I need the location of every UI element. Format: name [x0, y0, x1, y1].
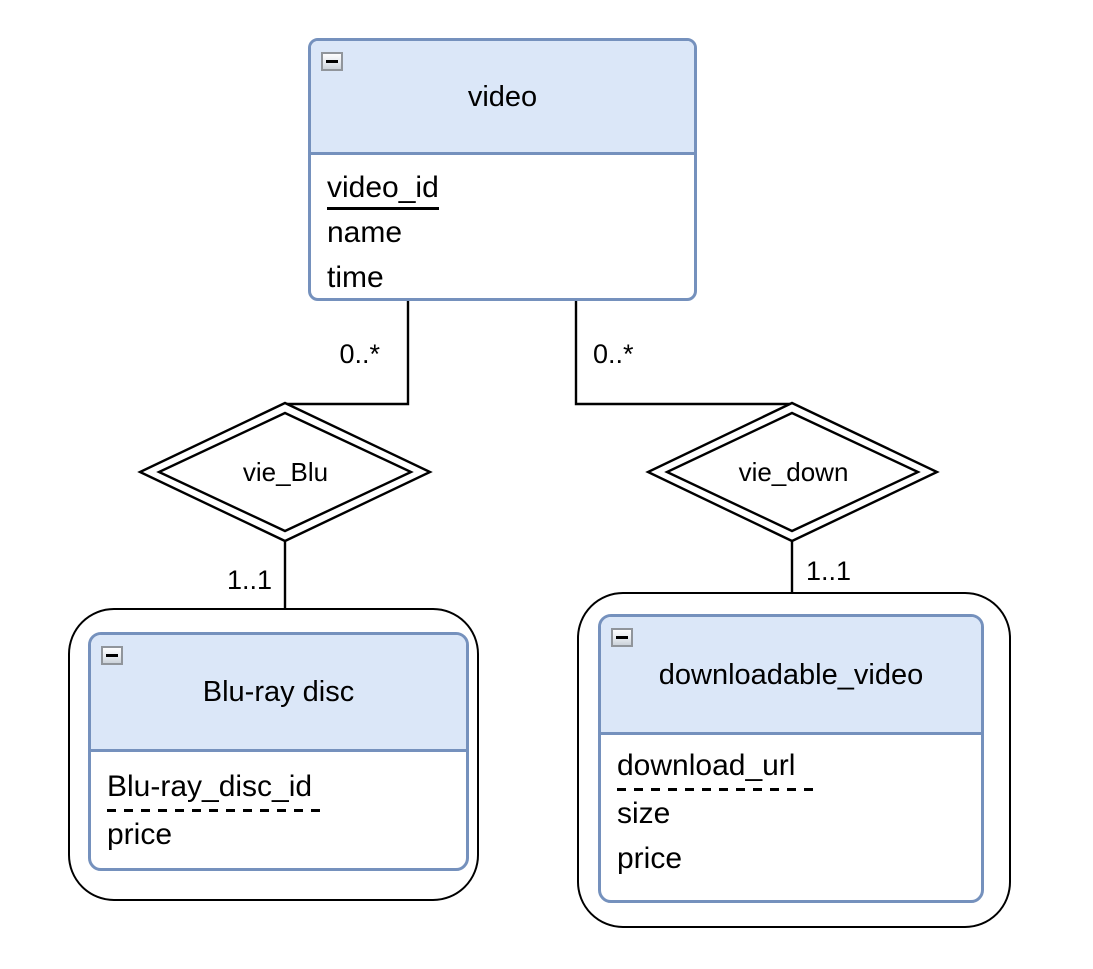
entity-video-attributes: video_id name time: [311, 155, 694, 300]
cardinality-video-vie-down: 0..*: [593, 339, 634, 369]
relationship-diamond-vie-blu[interactable]: [137, 401, 433, 543]
diamond-outer[interactable]: [137, 401, 433, 543]
attribute-row[interactable]: price: [617, 836, 973, 881]
minus-icon: [616, 636, 628, 639]
entity-video-header[interactable]: video: [311, 41, 694, 155]
entity-blu-ray-disc-header[interactable]: Blu-ray disc: [91, 635, 466, 752]
connector-video-vie-blu[interactable]: [287, 298, 410, 406]
entity-blu-ray-disc[interactable]: Blu-ray disc Blu-ray_disc_id price: [88, 632, 469, 871]
diamond-outer[interactable]: [645, 401, 940, 543]
diamond-inner: [664, 411, 921, 533]
cardinality-vie-down-downloadable-video: 1..1: [806, 556, 852, 586]
attribute-name: price: [107, 818, 173, 851]
entity-blu-ray-disc-attributes: Blu-ray_disc_id price: [91, 752, 466, 857]
entity-title: downloadable_video: [658, 658, 924, 691]
collapse-minus-icon[interactable]: [321, 52, 343, 71]
attribute-name: price: [617, 842, 683, 875]
relationship-label-vie-down[interactable]: vie_down: [738, 457, 849, 487]
attribute-name: size: [617, 797, 671, 830]
entity-downloadable-video-attributes: download_url size price: [601, 735, 981, 881]
collapse-minus-icon[interactable]: [611, 628, 633, 647]
entity-downloadable-video-header[interactable]: downloadable_video: [601, 617, 981, 735]
attribute-row[interactable]: video_id: [327, 165, 686, 210]
entity-downloadable-video[interactable]: downloadable_video download_url size pri…: [598, 614, 984, 903]
attribute-name: time: [327, 261, 384, 294]
entity-title: Blu-ray disc: [202, 676, 355, 708]
diamond-inner: [156, 411, 414, 533]
attribute-row[interactable]: size: [617, 791, 973, 836]
attribute-name: name: [327, 216, 403, 249]
cardinality-video-vie-blu: 0..*: [339, 339, 380, 369]
relationship-diamond-vie-down[interactable]: [645, 401, 940, 543]
attribute-partial-key: download_url: [617, 749, 822, 791]
minus-icon: [326, 60, 338, 63]
attribute-row[interactable]: name: [327, 210, 686, 255]
entity-title: video: [467, 80, 538, 113]
attribute-primary-key: video_id: [327, 171, 439, 210]
entity-video[interactable]: video video_id name time: [308, 38, 697, 301]
minus-icon: [106, 654, 118, 657]
attribute-row[interactable]: time: [327, 255, 686, 300]
cardinality-vie-blu-blu-ray-disc: 1..1: [226, 565, 272, 595]
attribute-row[interactable]: download_url: [617, 743, 973, 791]
relationship-label-vie-blu[interactable]: vie_Blu: [242, 457, 329, 487]
attribute-row[interactable]: Blu-ray_disc_id: [107, 764, 458, 812]
collapse-minus-icon[interactable]: [101, 646, 123, 665]
connector-video-vie-down[interactable]: [574, 298, 790, 406]
attribute-partial-key: Blu-ray_disc_id: [107, 770, 321, 812]
attribute-row[interactable]: price: [107, 812, 458, 857]
